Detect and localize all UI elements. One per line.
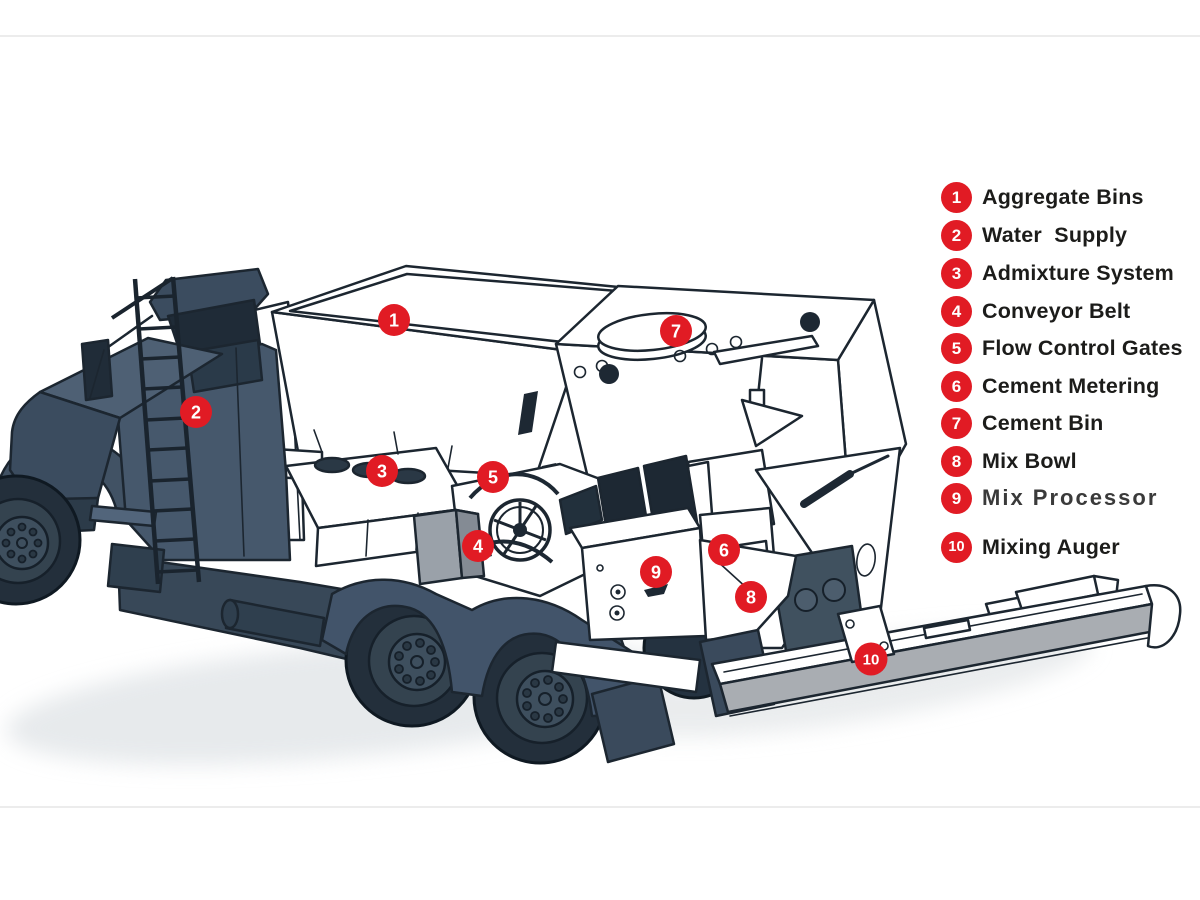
auger-end-scoop [1144,584,1182,649]
svg-text:10: 10 [863,652,880,669]
legend-badge-10: 10 [941,531,972,563]
marker-1: 1 [378,304,410,336]
svg-text:7: 7 [671,322,681,342]
mix-processor [568,506,708,642]
marker-2: 2 [180,396,212,428]
side-mirror [80,338,114,402]
marker-4: 4 [462,530,494,562]
legend-item-10: 10 Mixing Auger [941,531,1120,563]
svg-text:3: 3 [377,462,387,482]
svg-text:9: 9 [651,563,661,583]
legend-label-5: Flow Control Gates [982,335,1183,360]
svg-text:4: 4 [473,537,483,557]
legend-item-9: 9 Mix Processor [941,482,1158,514]
front-wheel [0,474,82,606]
marker-10: 10 [854,642,888,676]
legend-badge-2: 2 [941,219,972,251]
legend-item-3: 3 Admixture System [941,257,1174,289]
legend-badge-6: 6 [941,370,972,402]
ladder [110,276,202,585]
marker-6: 6 [708,534,740,566]
marker-8: 8 [735,581,767,613]
legend-badge-1: 1 [941,181,972,213]
svg-text:6: 6 [719,541,729,561]
base-skid [550,640,702,694]
legend-item-4: 4 Conveyor Belt [941,295,1130,327]
legend-label-7: Cement Bin [982,410,1104,435]
image-bottom-border [0,806,1200,808]
legend-badge-3: 3 [941,257,972,289]
svg-text:5: 5 [488,468,498,488]
legend-badge-4: 4 [941,295,972,327]
legend-item-7: 7 Cement Bin [941,407,1103,439]
legend-label-3: Admixture System [982,260,1174,285]
legend-label-6: Cement Metering [982,373,1160,398]
hood-front [8,390,122,504]
marker-7: 7 [660,315,692,347]
legend-item-8: 8 Mix Bowl [941,445,1077,477]
battery-box [106,542,166,594]
truck-markers: 1 2 3 4 5 6 7 8 9 10 [180,304,888,676]
svg-text:2: 2 [191,403,201,423]
legend: 1 Aggregate Bins 2 Water Supply 3 Admixt… [941,0,1197,600]
marker-3: 3 [366,455,398,487]
legend-badge-8: 8 [941,445,972,477]
legend-item-1: 1 Aggregate Bins [941,181,1144,213]
rear-fender [320,578,656,718]
legend-label-9: Mix Processor [982,485,1159,510]
marker-9: 9 [640,556,672,588]
hydraulic-cylinder [800,470,854,508]
legend-label-1: Aggregate Bins [982,184,1144,209]
image-top-border [0,35,1200,37]
svg-text:1: 1 [389,311,399,331]
legend-item-2: 2 Water Supply [941,219,1127,251]
svg-text:8: 8 [746,588,756,608]
legend-label-4: Conveyor Belt [982,298,1131,323]
legend-badge-5: 5 [941,332,972,364]
legend-badge-9: 9 [941,482,972,514]
legend-badge-7: 7 [941,407,972,439]
legend-label-2: Water Supply [982,222,1128,247]
legend-label-10: Mixing Auger [982,534,1120,559]
legend-item-6: 6 Cement Metering [941,370,1159,402]
marker-5: 5 [477,461,509,493]
legend-item-5: 5 Flow Control Gates [941,332,1183,364]
legend-label-8: Mix Bowl [982,448,1077,473]
mixing-auger [698,574,1182,718]
